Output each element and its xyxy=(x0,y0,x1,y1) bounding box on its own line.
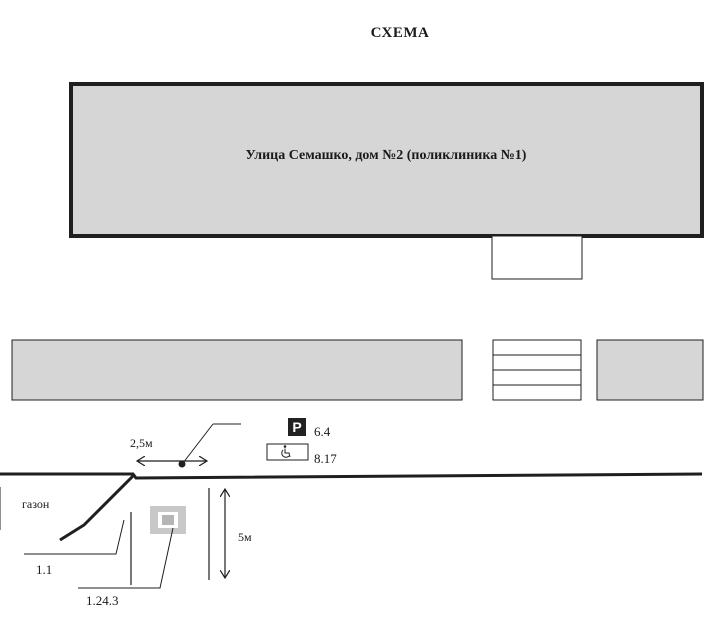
sidewalk-block-right xyxy=(596,339,704,401)
marking-1243-leader xyxy=(78,527,174,589)
marking-label-1-24-3: 1.24.3 xyxy=(86,593,119,608)
road-curb-line xyxy=(0,472,703,480)
width-dimension-label: 2,5м xyxy=(130,436,153,450)
disabled-sign-code: 8.17 xyxy=(314,451,337,466)
wheelchair-icon xyxy=(266,443,309,461)
sidewalk-block-left xyxy=(11,339,463,401)
building-label: Улица Семашко, дом №2 (поликлиника №1) xyxy=(245,148,527,163)
parking-sign-code: 6.4 xyxy=(314,424,331,439)
marking-11-leader xyxy=(24,519,125,555)
disabled-marking-symbol xyxy=(150,506,186,534)
sign-leader-line xyxy=(182,423,214,464)
sign-post-dot xyxy=(178,460,186,468)
marking-label-1-1: 1.1 xyxy=(36,562,53,577)
parking-sign-icon: P xyxy=(288,418,306,436)
building-entrance xyxy=(491,235,583,280)
lawn-edge xyxy=(59,474,135,542)
polyclinic-building xyxy=(69,82,704,238)
diagram-title: СХЕМА xyxy=(370,25,430,41)
parking-sign-glyph: P xyxy=(292,419,301,435)
lawn-label: газон xyxy=(22,497,50,511)
pedestrian-crossing xyxy=(492,339,582,401)
length-dimension-label: 5м xyxy=(238,530,252,544)
